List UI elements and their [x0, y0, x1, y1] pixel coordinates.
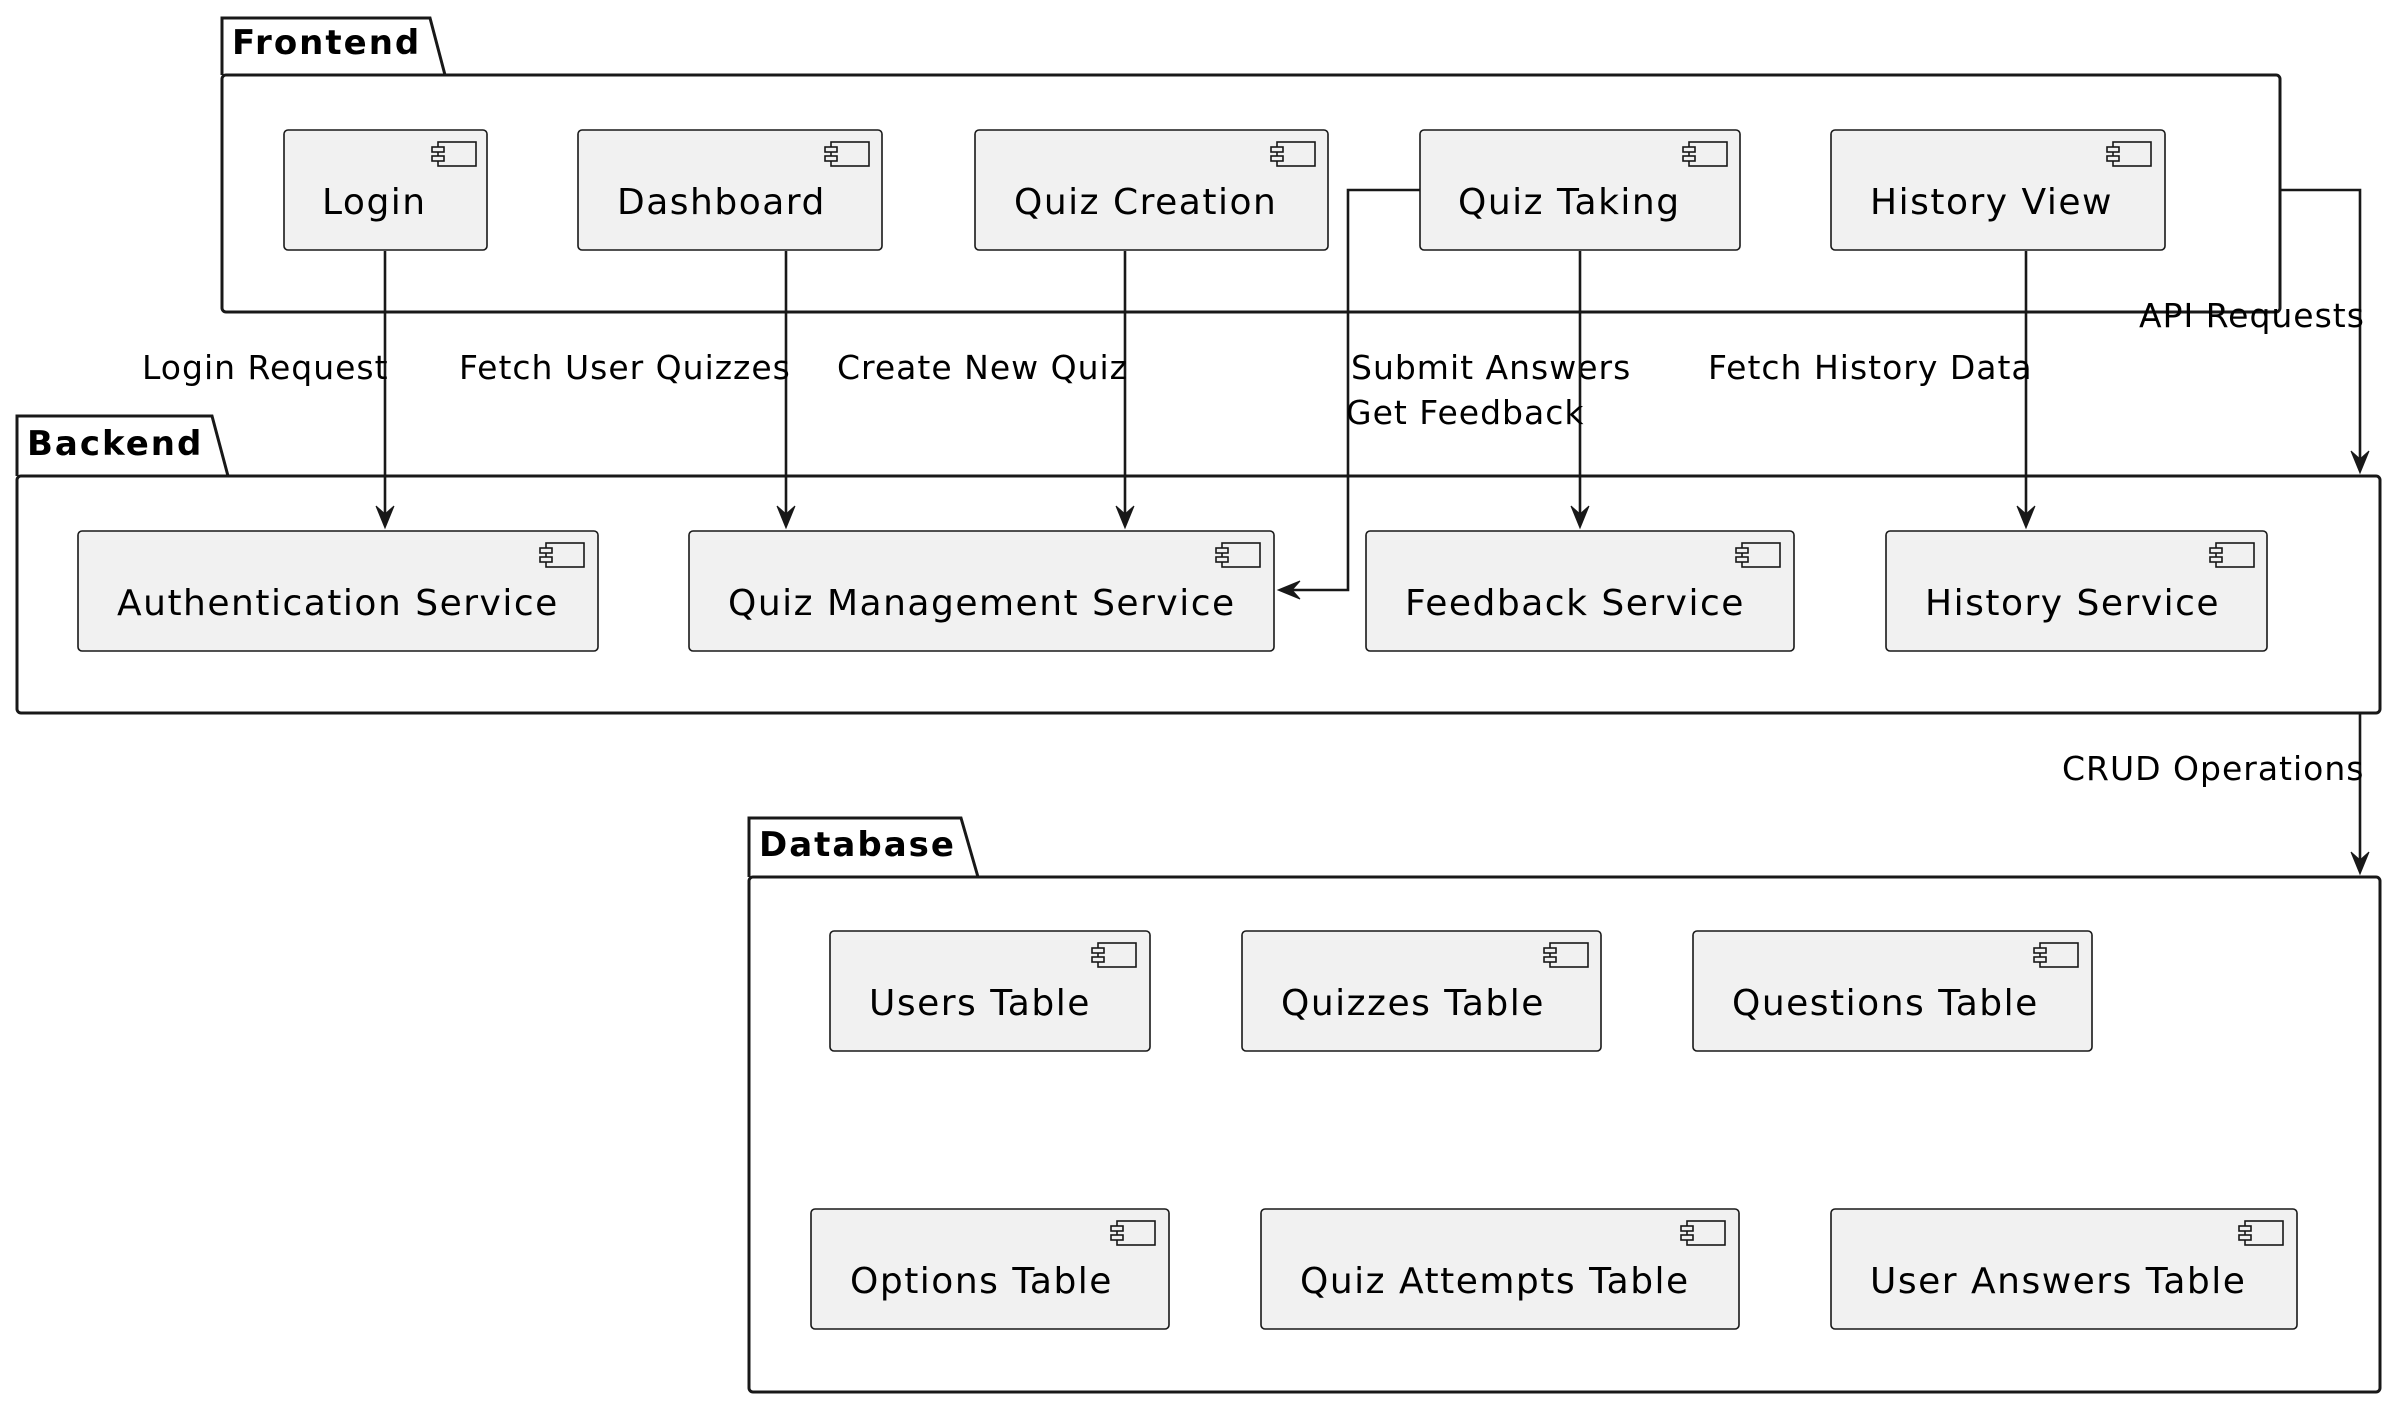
component-options-table[interactable]: Options Table [810, 1208, 1170, 1330]
component-label: Feedback Service [1405, 583, 1745, 624]
package-frontend: Frontend Login Dashboard Quiz Creation Q… [220, 16, 2282, 314]
package-title: Backend [27, 424, 203, 464]
component-label: Users Table [869, 983, 1091, 1024]
component-icon [1543, 942, 1589, 968]
edge-label: Login Request [142, 348, 389, 387]
component-quiz-creation[interactable]: Quiz Creation [974, 129, 1329, 251]
edge-submit-answers: Submit Answers [1276, 188, 1631, 600]
edge-label: Get Feedback [1346, 393, 1584, 432]
component-quiz-management-service[interactable]: Quiz Management Service [688, 530, 1275, 652]
edge-api-requests: API Requests [2139, 188, 2370, 475]
component-icon [1091, 942, 1137, 968]
component-label: User Answers Table [1870, 1261, 2246, 1302]
edge-get-feedback: Get Feedback [1346, 251, 1590, 530]
edge-label: Fetch History Data [1708, 348, 2033, 387]
component-icon [1215, 542, 1261, 568]
component-users-table[interactable]: Users Table [829, 930, 1151, 1052]
component-icon [1735, 542, 1781, 568]
component-icon [1110, 1220, 1156, 1246]
component-quiz-taking[interactable]: Quiz Taking [1419, 129, 1741, 251]
component-label: Questions Table [1732, 983, 2039, 1024]
component-icon [431, 141, 477, 167]
edge-crud-operations: CRUD Operations [2062, 714, 2370, 876]
component-label: Login [322, 182, 427, 223]
edge-label: Submit Answers [1351, 348, 1631, 387]
component-history-service[interactable]: History Service [1885, 530, 2268, 652]
component-icon [824, 141, 870, 167]
component-label: History Service [1925, 583, 2220, 624]
component-label: Quizzes Table [1281, 983, 1545, 1024]
component-label: Dashboard [617, 182, 826, 223]
package-title: Database [759, 825, 956, 865]
edge-label: Fetch User Quizzes [459, 348, 791, 387]
component-label: Quiz Taking [1458, 182, 1681, 223]
edge-login-request: Login Request [142, 251, 395, 530]
edge-label: CRUD Operations [2062, 749, 2364, 788]
package-database: Database Users Table Quizzes Table Quest… [747, 816, 2382, 1394]
component-label: Quiz Attempts Table [1300, 1261, 1690, 1302]
component-label: Quiz Creation [1014, 182, 1277, 223]
edge-label: API Requests [2139, 296, 2365, 335]
component-icon [1270, 141, 1316, 167]
component-dashboard[interactable]: Dashboard [577, 129, 883, 251]
package-backend: Backend Authentication Service Quiz Mana… [15, 414, 2382, 715]
component-icon [2106, 141, 2152, 167]
component-icon [539, 542, 585, 568]
component-feedback-service[interactable]: Feedback Service [1365, 530, 1795, 652]
component-icon [1682, 141, 1728, 167]
component-quiz-attempts-table[interactable]: Quiz Attempts Table [1260, 1208, 1740, 1330]
component-user-answers-table[interactable]: User Answers Table [1830, 1208, 2298, 1330]
component-questions-table[interactable]: Questions Table [1692, 930, 2093, 1052]
component-icon [1680, 1220, 1726, 1246]
component-authentication-service[interactable]: Authentication Service [77, 530, 599, 652]
package-title: Frontend [232, 23, 421, 63]
edge-label: Create New Quiz [837, 348, 1128, 387]
component-login[interactable]: Login [283, 129, 488, 251]
component-label: History View [1870, 182, 2113, 223]
component-icon [2209, 542, 2255, 568]
component-quizzes-table[interactable]: Quizzes Table [1241, 930, 1602, 1052]
component-icon [2238, 1220, 2284, 1246]
edge-fetch-history-data: Fetch History Data [1708, 251, 2036, 530]
component-label: Quiz Management Service [728, 583, 1236, 624]
component-icon [2033, 942, 2079, 968]
edge-create-new-quiz: Create New Quiz [837, 251, 1135, 530]
component-label: Authentication Service [117, 583, 559, 624]
component-history-view[interactable]: History View [1830, 129, 2166, 251]
component-label: Options Table [850, 1261, 1113, 1302]
edge-fetch-user-quizzes: Fetch User Quizzes [459, 251, 796, 530]
